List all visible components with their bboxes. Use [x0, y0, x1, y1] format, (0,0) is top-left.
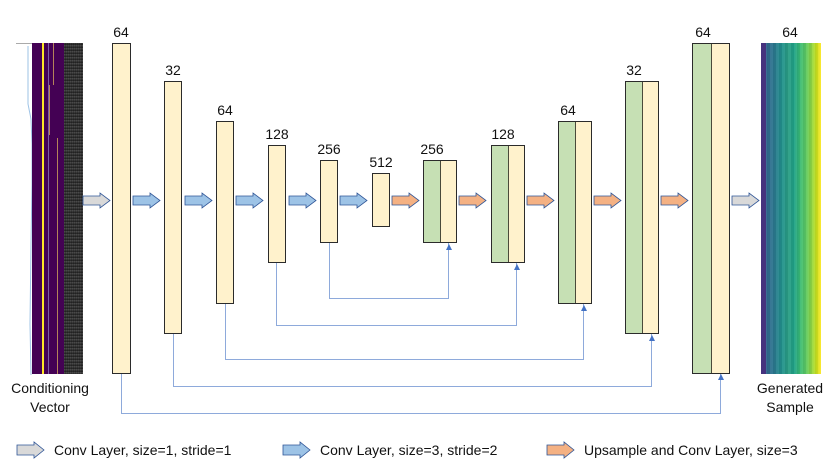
output-caption: Generated Sample: [745, 379, 830, 417]
bottleneck-block: [372, 173, 390, 227]
decoder-block-1-label: 256: [420, 141, 444, 157]
skip-arrowhead-icon: [446, 244, 452, 250]
legend-label: Conv Layer, size=1, stride=1: [54, 442, 232, 458]
legend-item-conv3: Conv Layer, size=3, stride=2: [282, 441, 497, 459]
legend-item-upsample: Upsample and Conv Layer, size=3: [546, 441, 798, 459]
upsampled-part: [508, 146, 524, 262]
encoder-block-2: [164, 81, 182, 334]
input-caption: Conditioning Vector: [0, 379, 100, 417]
skip-arrowhead-icon: [514, 264, 520, 270]
arrow-upsample-icon: [660, 192, 689, 209]
decoder-block-1: [423, 160, 457, 243]
decoder-block-4-label: 32: [626, 62, 642, 78]
arrow-conv1-icon: [82, 192, 111, 209]
decoder-block-2: [491, 145, 525, 263]
skip-arrowhead-icon: [581, 305, 587, 311]
conditioning-curve: [16, 43, 32, 375]
skip-concat-part: [424, 161, 441, 242]
decoder-block-3-label: 64: [560, 102, 576, 118]
encoder-block-1: [112, 43, 131, 374]
conditioning-vector-image: [16, 43, 83, 375]
arrow-upsample-icon: [593, 192, 622, 209]
skip-arrowhead-icon: [649, 335, 655, 341]
encoder-block-4-label: 128: [265, 126, 289, 142]
upsampled-part: [642, 82, 658, 333]
legend-label: Conv Layer, size=3, stride=2: [320, 442, 498, 458]
decoder-block-2-label: 128: [491, 126, 515, 142]
upsampled-part: [575, 122, 591, 303]
skip-connection-256: [329, 243, 449, 299]
encoder-block-1-label: 64: [113, 24, 129, 40]
skip-concat-part: [559, 122, 576, 303]
legend-label: Upsample and Conv Layer, size=3: [584, 442, 798, 458]
skip-concat-part: [492, 146, 509, 262]
skip-concat-part: [626, 82, 643, 333]
conditioning-heatmap: [32, 43, 64, 374]
output-caption-line2: Sample: [766, 399, 814, 415]
orange-arrow-icon: [546, 441, 575, 459]
decoder-block-5-label: 64: [695, 24, 711, 40]
gray-arrow-icon: [16, 441, 45, 459]
blue-arrow-icon: [282, 441, 311, 459]
input-caption-line2: Vector: [30, 399, 70, 415]
input-caption-line1: Conditioning: [11, 380, 89, 396]
encoder-block-3: [216, 121, 234, 304]
output-caption-line1: Generated: [756, 380, 824, 396]
arrow-conv3-icon: [339, 192, 368, 209]
encoder-block-2-label: 32: [165, 62, 181, 78]
decoder-block-3: [558, 121, 592, 304]
skip-connection-32: [173, 334, 652, 387]
skip-connection-64: [225, 304, 584, 360]
arrow-conv3-icon: [235, 192, 264, 209]
arrow-conv3-icon: [132, 192, 161, 209]
upsampled-part: [711, 44, 729, 373]
skip-connection-64-outer: [121, 374, 721, 414]
encoder-block-3-label: 64: [217, 102, 233, 118]
upsampled-part: [440, 161, 456, 242]
generated-sample-image: [761, 43, 821, 374]
arrow-conv3-icon: [184, 192, 213, 209]
encoder-block-5: [320, 160, 338, 243]
skip-connection-128: [276, 263, 517, 326]
arrow-upsample-icon: [526, 192, 555, 209]
encoder-block-4: [268, 145, 286, 263]
arrow-upsample-icon: [391, 192, 420, 209]
decoder-block-4: [625, 81, 659, 334]
decoder-block-5: [692, 43, 730, 374]
encoder-block-5-label: 256: [317, 141, 341, 157]
legend-item-conv1: Conv Layer, size=1, stride=1: [16, 441, 231, 459]
output-size-label: 64: [782, 24, 798, 40]
conditioning-noise: [64, 43, 83, 374]
bottleneck-block-label: 512: [369, 154, 393, 170]
arrow-conv1-icon: [731, 192, 760, 209]
arrow-conv3-icon: [288, 192, 317, 209]
arrow-upsample-icon: [458, 192, 487, 209]
skip-concat-part: [693, 44, 712, 373]
skip-arrowhead-icon: [718, 374, 724, 380]
